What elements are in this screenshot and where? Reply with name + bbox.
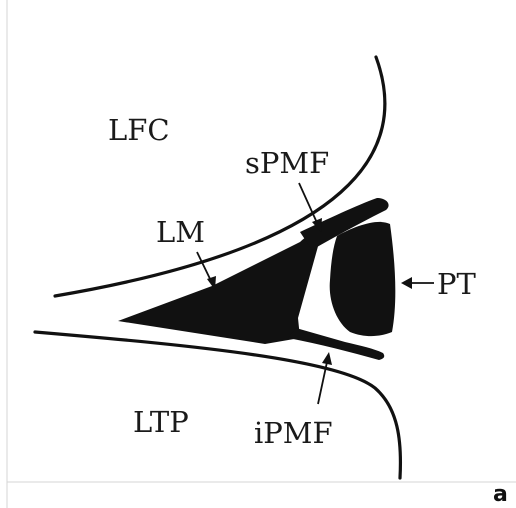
label-pt: PT xyxy=(437,267,477,301)
label-ltp: LTP xyxy=(133,405,189,439)
label-lm: LM xyxy=(156,215,205,249)
pt-pointer-arrow xyxy=(401,277,434,289)
lateral-meniscus-shape xyxy=(118,232,322,344)
label-lfc: LFC xyxy=(108,113,170,147)
label-ipmf: iPMF xyxy=(254,416,333,450)
popliteus-tendon-shape xyxy=(330,222,396,336)
panel-letter: a xyxy=(493,482,508,507)
label-spmf: sPMF xyxy=(245,146,329,180)
ipmf-pointer-arrow xyxy=(318,352,332,404)
tibial-plateau-outline xyxy=(35,332,400,478)
